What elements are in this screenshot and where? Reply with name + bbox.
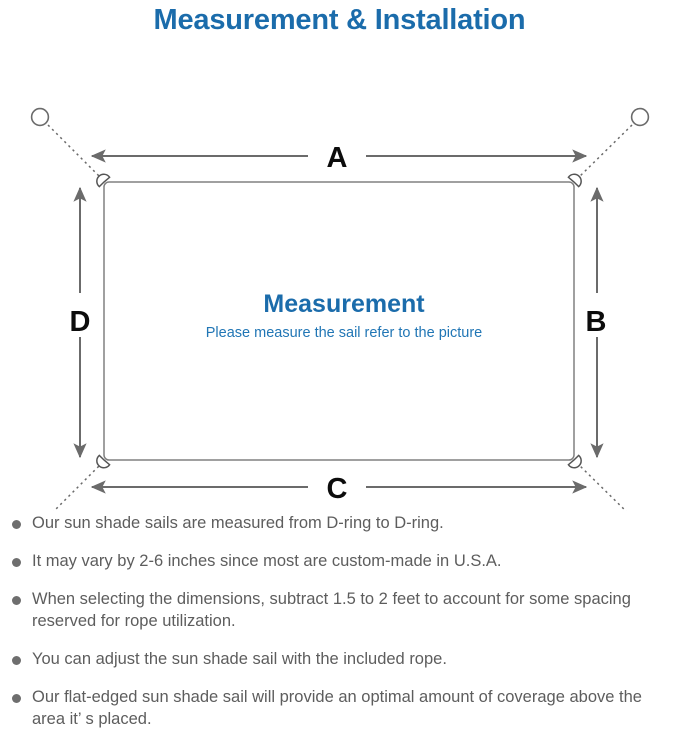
d-rings bbox=[96, 173, 582, 469]
anchor-top-left-icon bbox=[30, 107, 50, 127]
list-item: Our flat-edged sun shade sail will provi… bbox=[12, 687, 669, 731]
bullet-icon bbox=[12, 595, 21, 605]
diagram-center-title: Measurement bbox=[263, 290, 425, 318]
dimension-label-b: B bbox=[586, 306, 607, 338]
dimension-label-d: D bbox=[70, 306, 91, 338]
d-ring-bottom-left-icon bbox=[96, 454, 111, 469]
note-text: It may vary by 2-6 inches since most are… bbox=[32, 551, 502, 570]
measurement-diagram: A C D B Measurement Please measure the s… bbox=[0, 41, 679, 511]
anchor-top-right-icon bbox=[630, 107, 650, 127]
dimension-label-c: C bbox=[327, 473, 348, 505]
d-ring-bottom-right-icon bbox=[567, 454, 582, 469]
rope-line-top-left bbox=[47, 124, 102, 179]
note-text: When selecting the dimensions, subtract … bbox=[32, 589, 631, 630]
list-item: It may vary by 2-6 inches since most are… bbox=[12, 551, 669, 573]
list-item: When selecting the dimensions, subtract … bbox=[12, 589, 669, 633]
note-text: Our sun shade sails are measured from D-… bbox=[32, 514, 444, 532]
dimension-label-a: A bbox=[327, 142, 348, 174]
diagram-center-subtitle: Please measure the sail refer to the pic… bbox=[206, 325, 482, 341]
page-title: Measurement & Installation bbox=[153, 4, 526, 36]
d-ring-top-right-icon bbox=[567, 173, 582, 188]
note-text: Our flat-edged sun shade sail will provi… bbox=[32, 687, 642, 728]
bullet-icon bbox=[12, 655, 21, 665]
bullet-icon bbox=[12, 520, 21, 529]
bullet-icon bbox=[12, 557, 21, 567]
bullet-icon bbox=[12, 693, 21, 703]
list-item: You can adjust the sun shade sail with t… bbox=[12, 649, 669, 671]
notes-list: Our sun shade sails are measured from D-… bbox=[0, 513, 679, 731]
anchor-rings bbox=[30, 107, 650, 127]
note-text: You can adjust the sun shade sail with t… bbox=[32, 649, 447, 668]
sail-shape bbox=[103, 181, 575, 461]
list-item: Our sun shade sails are measured from D-… bbox=[12, 513, 669, 535]
rope-lines bbox=[47, 124, 633, 511]
rope-line-top-right bbox=[577, 124, 633, 179]
rope-line-bottom-right bbox=[577, 463, 627, 511]
d-ring-top-left-icon bbox=[96, 173, 111, 188]
sail-diagram-svg: A C D B Measurement Please measure the s… bbox=[30, 107, 650, 511]
rope-line-bottom-left bbox=[52, 463, 102, 511]
